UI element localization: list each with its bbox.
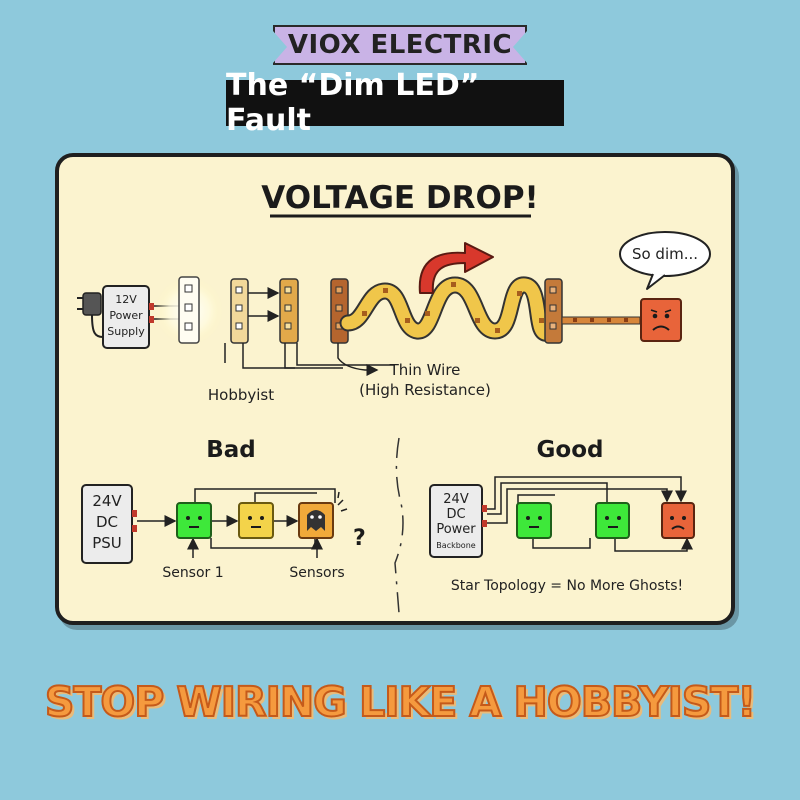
good-caption: Star Topology = No More Ghosts! — [451, 578, 683, 594]
good-psu-line3: Power — [436, 522, 476, 537]
good-sensor-2-face-icon — [595, 502, 630, 539]
bottom-banner: STOP WIRING LIKE A HOBBYIST! — [44, 677, 757, 727]
dim-led-sad-face-icon — [640, 298, 682, 342]
diagram-canvas: VOLTAGE DROP! 12V Power Supply — [77, 180, 711, 614]
psu-24v-good: 24V DC Power Backbone — [429, 484, 487, 558]
led-strip-bright — [178, 276, 200, 344]
subtitle-text: The “Dim LED” Fault — [226, 68, 480, 138]
sensor1-label: Sensor 1 — [162, 565, 223, 581]
sensor-yellow-face-icon — [238, 502, 274, 539]
psu-12v-line2: Power — [109, 309, 143, 322]
good-sensor-1-face-icon — [516, 502, 552, 539]
bad-psu-line2: DC — [96, 513, 118, 531]
good-sensor-3-face-icon — [661, 502, 695, 539]
led-strip-far — [544, 278, 563, 344]
panel-heading: VOLTAGE DROP! — [261, 180, 538, 216]
section-divider — [394, 437, 404, 614]
psu-12v: 12V Power Supply — [102, 285, 154, 349]
brand-banner: VIOX ELECTRIC — [273, 25, 527, 65]
good-title: Good — [537, 437, 604, 463]
speech-bubble: So dim... — [619, 231, 711, 290]
psu-12v-line1: 12V — [115, 293, 137, 306]
good-psu-line2: DC — [446, 507, 465, 522]
sensor-ghost-icon — [298, 502, 334, 539]
red-arrow-icon — [418, 242, 494, 294]
led-strip-orange — [279, 278, 299, 344]
sensors-label: Sensors — [289, 565, 344, 581]
question-mark: ? — [353, 526, 366, 551]
bad-psu-line1: 24V — [92, 492, 122, 510]
psu-24v-bad: 24V DC PSU — [81, 484, 137, 564]
thin-wire-label: Thin Wire — [389, 361, 461, 379]
sensor-green-face-icon — [176, 502, 212, 539]
bad-title: Bad — [206, 437, 256, 463]
bad-psu-line3: PSU — [92, 534, 122, 552]
power-plug-icon — [77, 292, 104, 338]
subtitle: The “Dim LED” Fault — [226, 68, 564, 138]
led-strip-pale — [230, 278, 249, 344]
high-resistance-label: (High Resistance) — [359, 381, 491, 399]
confusion-marks-icon — [337, 491, 348, 512]
led-strip-brown — [330, 278, 349, 344]
good-psu-line1: 24V — [443, 492, 469, 507]
good-psu-sub: Backbone — [436, 541, 475, 550]
psu-12v-line3: Supply — [107, 325, 145, 338]
diagram-panel: VOLTAGE DROP! 12V Power Supply — [55, 153, 735, 625]
speech-text: So dim... — [632, 245, 698, 263]
hobbyist-label: Hobbyist — [208, 386, 274, 404]
brand-name: VIOX ELECTRIC — [287, 30, 513, 60]
